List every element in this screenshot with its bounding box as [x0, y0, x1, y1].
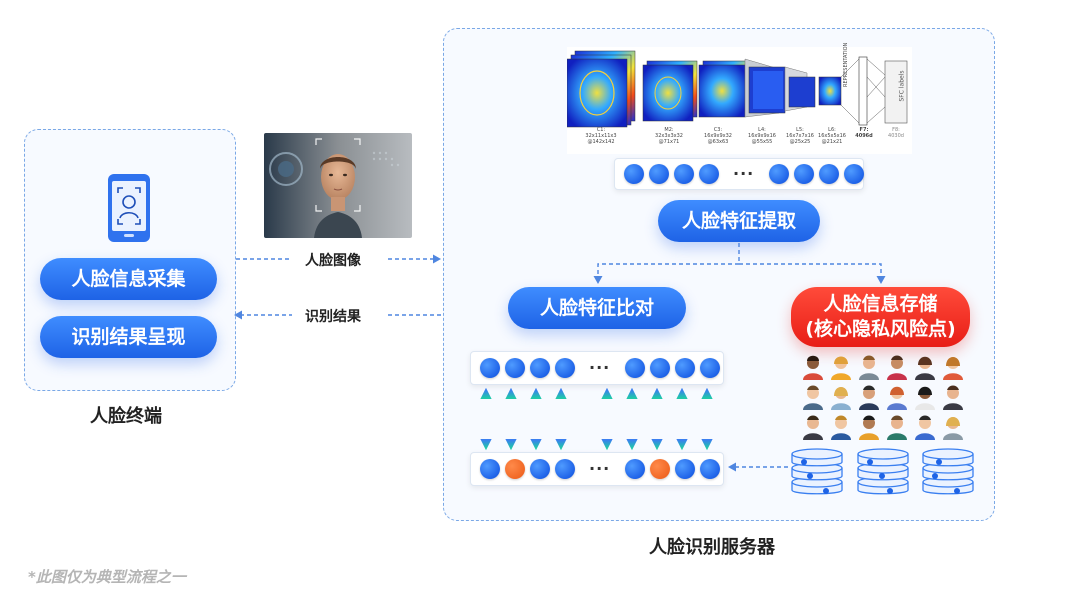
cnn-layer-l5: L5:16x7x7x16@25x25 — [786, 127, 814, 145]
feature-node — [624, 459, 645, 479]
feature-node — [818, 164, 839, 184]
feature-node — [554, 459, 575, 479]
feature-compare-button[interactable]: 人脸特征比对 — [508, 287, 686, 329]
feature-node — [504, 358, 525, 378]
cnn-layer-f8: F8:4030d — [888, 127, 904, 139]
face-collect-button[interactable]: 人脸信息采集 — [40, 258, 217, 300]
compare-vector-b: ··· — [470, 452, 724, 486]
database-icon — [921, 446, 975, 500]
feature-node — [479, 358, 500, 378]
feature-node — [699, 358, 720, 378]
phone-face-scan-icon — [107, 173, 151, 243]
feature-node — [673, 164, 694, 184]
feature-node — [648, 164, 669, 184]
compare-arrows — [480, 388, 713, 451]
face-database-avatars — [800, 354, 970, 442]
face-image — [264, 133, 412, 238]
feature-node — [529, 459, 550, 479]
cnn-layer-m2: M2:32x3x3x32@71x71 — [655, 127, 683, 145]
feature-node — [699, 459, 720, 479]
cnn-layer-l6: L6:16x5x5x16@21x21 — [818, 127, 846, 145]
ellipsis: ··· — [589, 459, 611, 478]
feature-vector-strip: ··· — [614, 158, 864, 190]
database-icon — [790, 446, 844, 500]
feature-node — [793, 164, 814, 184]
compare-vector-a: ··· — [470, 351, 724, 385]
ellipsis: ··· — [733, 164, 755, 183]
face-image-label: 人脸图像 — [305, 253, 361, 269]
terminal-caption: 人脸终端 — [90, 406, 162, 427]
feature-node — [768, 164, 789, 184]
feature-node — [529, 358, 550, 378]
feature-node — [479, 459, 500, 479]
feature-node — [623, 164, 644, 184]
feature-node-mismatch — [649, 459, 670, 479]
face-storage-button[interactable]: 人脸信息存储 (核心隐私风险点) — [791, 287, 970, 347]
feature-node — [674, 459, 695, 479]
feature-node — [674, 358, 695, 378]
feature-node — [624, 358, 645, 378]
server-caption: 人脸识别服务器 — [649, 537, 775, 558]
result-present-button[interactable]: 识别结果呈现 — [40, 316, 217, 358]
ellipsis: ··· — [589, 358, 611, 377]
feature-node — [554, 358, 575, 378]
cnn-layer-f7: F7:4096d — [855, 127, 873, 139]
storage-risk-note: (核心隐私风险点) — [805, 318, 956, 340]
feature-node — [698, 164, 719, 184]
footnote: *此图仅为典型流程之一 — [28, 568, 186, 586]
database-icon — [856, 446, 910, 500]
feature-extract-button[interactable]: 人脸特征提取 — [658, 200, 820, 242]
feature-node — [843, 164, 864, 184]
cnn-architecture-diagram: REPRESENTATION SFC labels C1:32x11x11x3@… — [566, 43, 912, 154]
feature-node — [649, 358, 670, 378]
feature-node-mismatch — [504, 459, 525, 479]
result-label: 识别结果 — [305, 309, 361, 325]
storage-title: 人脸信息存储 — [823, 293, 938, 316]
cnn-layer-c1: C1:32x11x11x3@142x142 — [585, 127, 617, 145]
cnn-layer-c3: C3:16x9x9x32@63x63 — [704, 127, 732, 145]
cnn-layer-l4: L4:16x9x9x16@55x55 — [748, 127, 776, 145]
